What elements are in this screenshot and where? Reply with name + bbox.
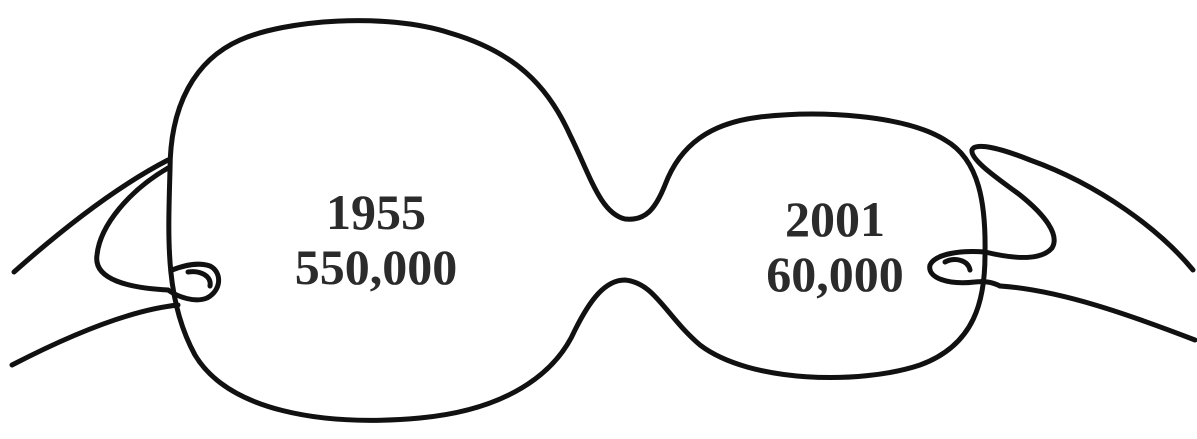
left-hand-fingernail (188, 272, 210, 286)
left-hand-thumb-inner (97, 168, 168, 290)
left-hand-thumb (14, 160, 168, 272)
left-bulge-label: 1955 550,000 (276, 185, 476, 295)
right-bulge-year: 2001 (735, 192, 935, 247)
right-hand-finger (930, 252, 1000, 286)
left-bulge-value: 550,000 (276, 240, 476, 295)
left-hand-palm (12, 305, 178, 365)
left-bulge-year: 1955 (276, 185, 476, 240)
right-bulge-label: 2001 60,000 (735, 192, 935, 302)
right-bulge-value: 60,000 (735, 247, 935, 302)
right-hand-thumb (972, 146, 1193, 270)
right-hand-palm (1000, 286, 1195, 340)
right-hand-fingernail (945, 260, 970, 270)
